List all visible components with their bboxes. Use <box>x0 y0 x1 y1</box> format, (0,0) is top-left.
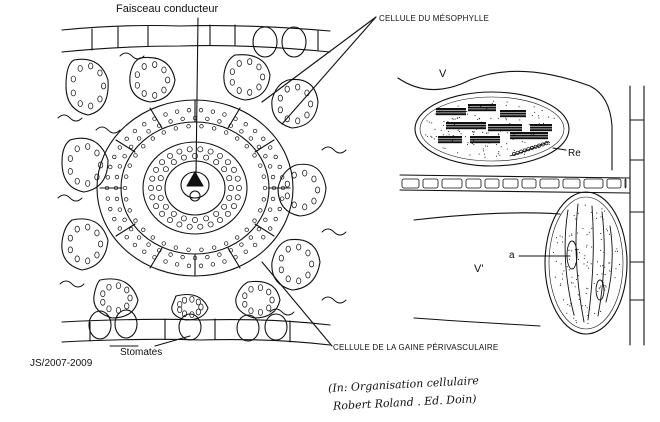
lower-epidermis <box>61 309 331 346</box>
vascular-bundle-label: Faisceau conducteur <box>116 3 219 15</box>
intercellular-spaces <box>57 52 347 316</box>
vascular-bundle <box>142 141 248 235</box>
top-cell-wall <box>397 70 613 127</box>
chloroplast-lower <box>518 191 628 335</box>
upper-epidermis <box>61 24 331 58</box>
reticulum-label: Re <box>568 148 581 159</box>
lower-cell-outline <box>413 212 561 327</box>
starch-grain-label: a <box>509 250 515 261</box>
vacuole-upper-label: V <box>439 68 447 80</box>
bundle-sheath-cell-label: CELLULE DE LA GAINE PÉRIVASCULAIRE <box>333 343 499 352</box>
right-wall <box>611 85 645 346</box>
author-code-label: JS/2007-2009 <box>30 358 93 369</box>
leader-lines <box>109 16 377 347</box>
chloroplast-upper <box>414 91 570 167</box>
cell-wall-band <box>399 174 631 194</box>
mesophyll-cell-label: CELLULE DU MÉSOPHYLLE <box>379 14 490 23</box>
vacuole-lower-label: V' <box>474 263 484 275</box>
stomata-label: Stomates <box>120 347 163 358</box>
chloroplast-dots <box>67 58 321 319</box>
bundle-sheath <box>96 99 294 277</box>
